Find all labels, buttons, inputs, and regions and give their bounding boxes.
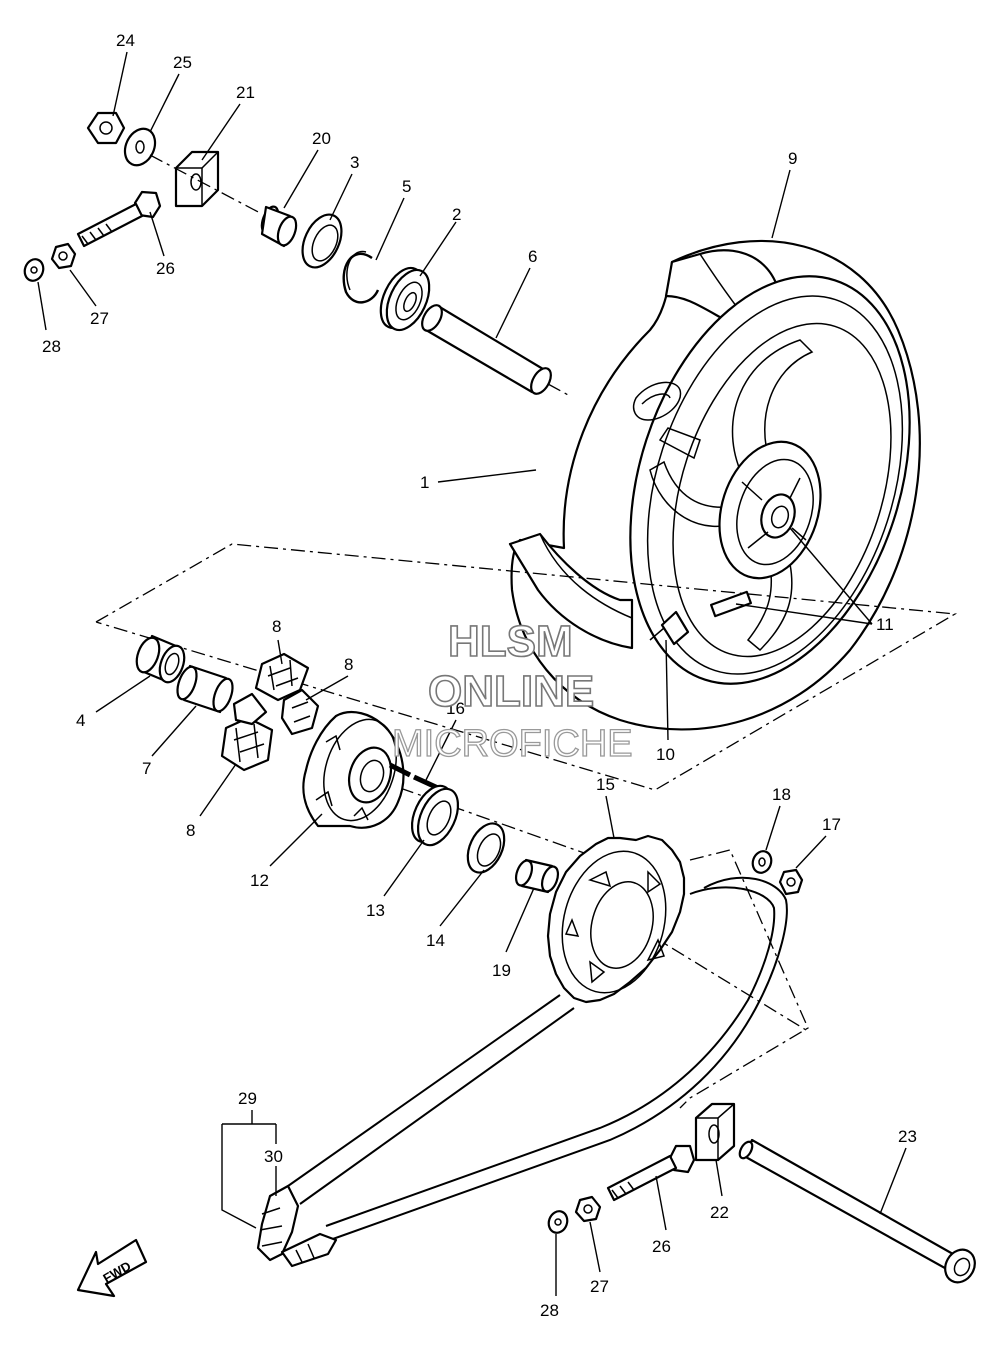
- callout-labels: 24 25 21 20 3 5 2 6 9 26 27 28 1 11 10 8…: [42, 31, 917, 1320]
- watermark-line-1: HLSM: [448, 617, 573, 666]
- callout-23: 23: [898, 1127, 917, 1146]
- callout-4: 4: [76, 711, 85, 730]
- part-21-adjuster-plate: [174, 150, 220, 208]
- part-20-collar: [260, 205, 298, 248]
- fwd-arrow-icon: FWD: [76, 1238, 148, 1298]
- callout-10: 10: [656, 745, 675, 764]
- part-28-washer-lower: [547, 1210, 569, 1234]
- callout-28-lower: 28: [540, 1301, 559, 1320]
- callout-6: 6: [528, 247, 537, 266]
- callout-2: 2: [452, 205, 461, 224]
- part-18-washer: [751, 850, 773, 874]
- part-3-oil-seal: [301, 213, 343, 269]
- callout-13: 13: [366, 901, 385, 920]
- part-1-wheel-and-part-9-tire: [508, 239, 921, 731]
- part-2-bearing: [379, 266, 431, 332]
- callout-27-lower: 27: [590, 1277, 609, 1296]
- callout-26-upper: 26: [156, 259, 175, 278]
- axis-line-upper: [149, 154, 263, 215]
- assembly-frame-sprocket: [679, 849, 809, 1109]
- part-5-circlip: [342, 250, 380, 304]
- watermark-line-2: ONLINE: [428, 667, 594, 716]
- callout-30: 30: [264, 1147, 283, 1166]
- callout-21: 21: [236, 83, 255, 102]
- callout-19: 19: [492, 961, 511, 980]
- part-12-sprocket-hub: [302, 711, 405, 829]
- callout-15: 15: [596, 775, 615, 794]
- part-26-adjuster-bolt: [76, 190, 162, 248]
- part-28-washer: [23, 258, 45, 282]
- callout-20: 20: [312, 129, 331, 148]
- watermark: HLSM ONLINE MICROFICHE: [391, 616, 633, 765]
- part-19-collar: [514, 858, 560, 894]
- callout-14: 14: [426, 931, 445, 950]
- callout-16: 16: [446, 699, 465, 718]
- callout-5: 5: [402, 177, 411, 196]
- callout-18: 18: [772, 785, 791, 804]
- callout-28-upper: 28: [42, 337, 61, 356]
- callout-22: 22: [710, 1203, 729, 1222]
- part-23-axle: [738, 1138, 976, 1284]
- callout-3: 3: [350, 153, 359, 172]
- part-27-locknut-lower: [574, 1195, 602, 1223]
- assembly-frame-left: [95, 543, 958, 791]
- callout-12: 12: [250, 871, 269, 890]
- callout-24: 24: [116, 31, 135, 50]
- watermark-line-3: MICROFICHE: [392, 723, 633, 765]
- callout-27-upper: 27: [90, 309, 109, 328]
- callout-25: 25: [173, 53, 192, 72]
- callout-11: 11: [876, 615, 894, 634]
- part-22-adjuster-plate: [694, 1102, 736, 1162]
- callout-8-right: 8: [344, 655, 353, 674]
- callout-26-lower: 26: [652, 1237, 671, 1256]
- part-8-damper-right: [280, 688, 320, 736]
- part-8-damper-lower: [220, 692, 274, 772]
- callout-17: 17: [822, 815, 841, 834]
- part-13-bearing: [410, 784, 460, 847]
- callout-8-bottom: 8: [186, 821, 195, 840]
- part-24-nut: [86, 111, 126, 145]
- part-15-sprocket: [546, 834, 686, 1004]
- callout-1: 1: [420, 473, 429, 492]
- part-14-oil-seal: [466, 822, 506, 874]
- callout-7: 7: [142, 759, 151, 778]
- callout-9: 9: [788, 149, 797, 168]
- part-4-bearing: [135, 634, 186, 684]
- part-29-drive-chain: [256, 876, 788, 1268]
- part-25-washer: [123, 127, 157, 167]
- part-27-locknut: [50, 242, 77, 270]
- part-26-adjuster-bolt-lower: [606, 1144, 696, 1202]
- part-6-spacer: [421, 304, 552, 395]
- part-7-collar: [176, 664, 234, 714]
- callout-29: 29: [238, 1089, 257, 1108]
- leader-lines: [37, 51, 907, 1296]
- axis-line-spacer: [547, 383, 571, 397]
- part-17-nut: [778, 868, 804, 896]
- callout-8-top: 8: [272, 617, 281, 636]
